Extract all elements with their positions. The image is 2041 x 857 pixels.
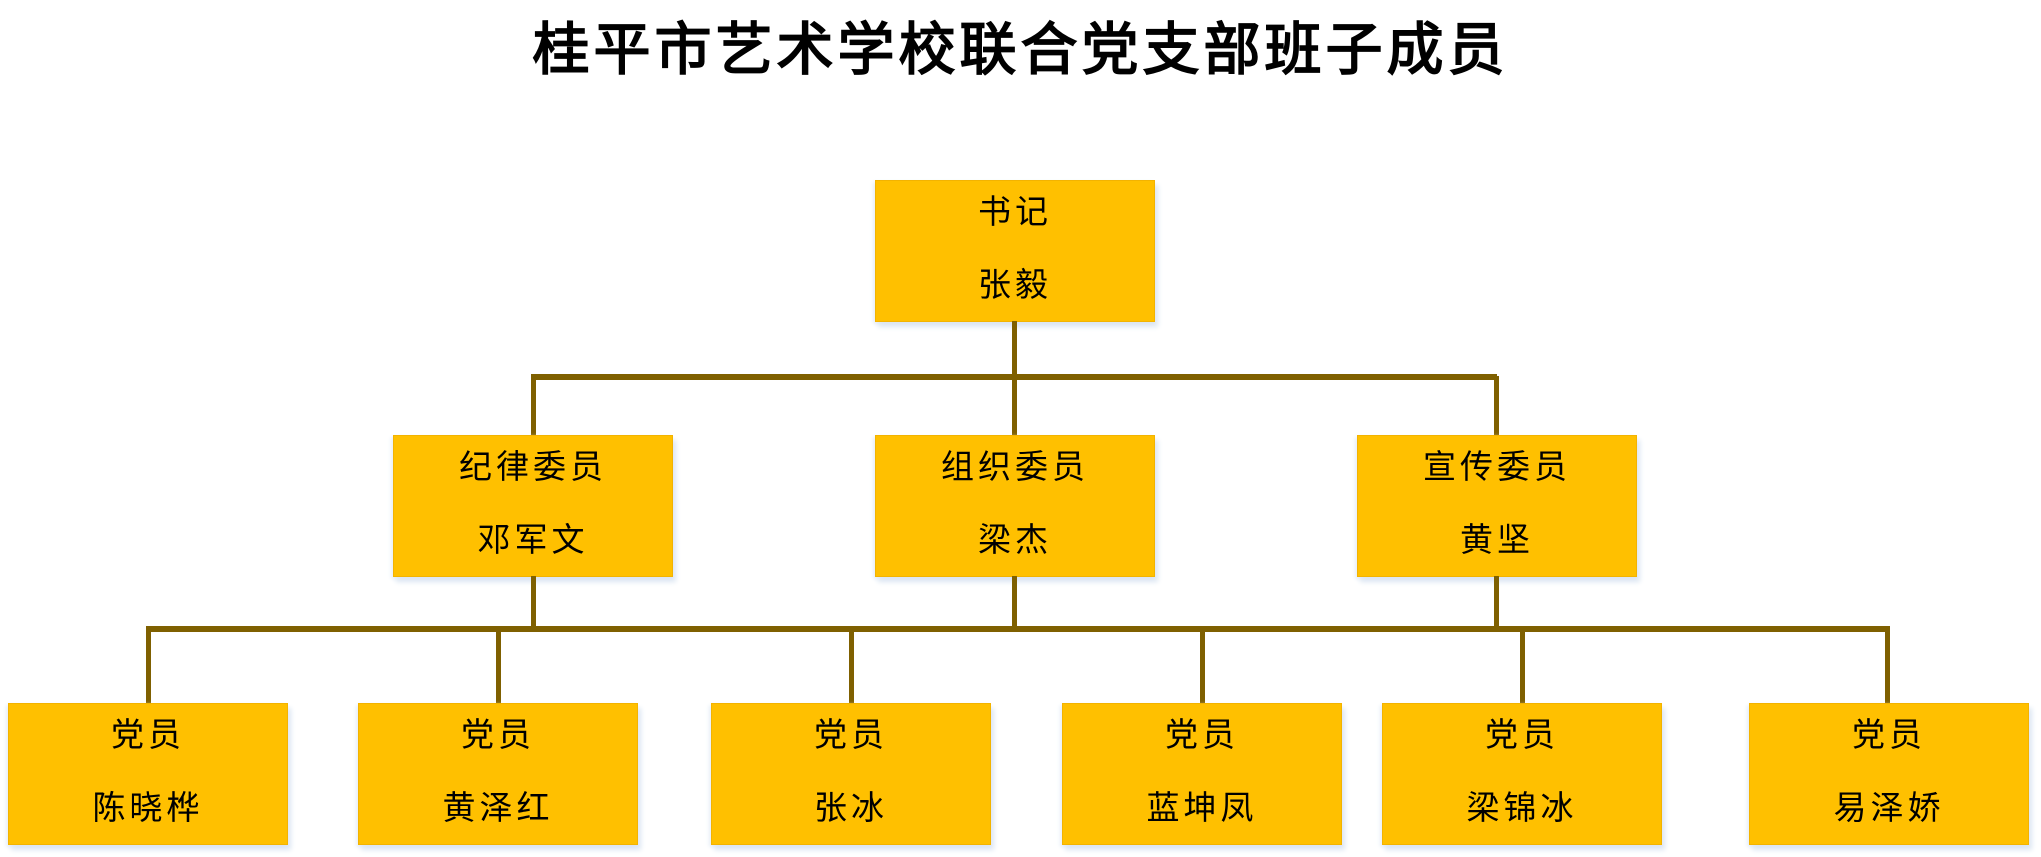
- node-role: 宣传委员: [1423, 450, 1571, 486]
- org-node-member-2: 党员 黄泽红: [358, 703, 638, 845]
- node-role: 纪律委员: [459, 450, 607, 486]
- org-node-member-3: 党员 张冰: [711, 703, 991, 845]
- org-node-member-4: 党员 蓝坤凤: [1062, 703, 1342, 845]
- org-node-member-6: 党员 易泽娇: [1749, 703, 2029, 845]
- org-node-organization: 组织委员 梁杰: [875, 435, 1155, 577]
- node-person: 张毅: [978, 268, 1052, 304]
- node-role: 组织委员: [941, 450, 1089, 486]
- org-node-discipline: 纪律委员 邓军文: [393, 435, 673, 577]
- page-title: 桂平市艺术学校联合党支部班子成员: [532, 18, 1509, 82]
- node-role: 党员: [814, 718, 888, 754]
- node-person: 黄坚: [1460, 523, 1534, 559]
- node-person: 梁杰: [978, 523, 1052, 559]
- connector-l2-drop-member-5: [1520, 628, 1525, 703]
- connector-l1-drop-discipline: [531, 376, 536, 435]
- node-person: 黄泽红: [442, 791, 554, 827]
- node-person: 梁锦冰: [1466, 791, 1578, 827]
- connector-l1-drop-propaganda: [1494, 376, 1499, 435]
- node-role: 书记: [978, 195, 1052, 231]
- node-role: 党员: [461, 718, 535, 754]
- org-node-member-1: 党员 陈晓桦: [8, 703, 288, 845]
- node-person: 易泽娇: [1833, 791, 1945, 827]
- connector-l2-drop-member-1: [146, 628, 151, 703]
- node-person: 蓝坤凤: [1146, 791, 1258, 827]
- node-person: 邓军文: [477, 523, 589, 559]
- node-role: 党员: [111, 718, 185, 754]
- connector-l2-drop-member-4: [1200, 628, 1205, 703]
- connector-l2-drop-member-3: [849, 628, 854, 703]
- connector-l2-drop-member-6: [1885, 628, 1890, 703]
- connector-l2-rail: [146, 626, 1890, 632]
- node-role: 党员: [1485, 718, 1559, 754]
- connector-l1-drop-organization: [1012, 376, 1017, 435]
- connector-l2-stem-propaganda: [1494, 576, 1499, 628]
- node-person: 陈晓桦: [92, 791, 204, 827]
- node-person: 张冰: [814, 791, 888, 827]
- connector-l2-stem-organization: [1012, 576, 1017, 628]
- connector-l2-stem-discipline: [531, 576, 536, 628]
- node-role: 党员: [1165, 718, 1239, 754]
- node-role: 党员: [1852, 718, 1926, 754]
- connector-l2-drop-member-2: [496, 628, 501, 703]
- org-node-secretary: 书记 张毅: [875, 180, 1155, 322]
- connector-l1-stem: [1012, 321, 1017, 376]
- org-node-propaganda: 宣传委员 黄坚: [1357, 435, 1637, 577]
- org-node-member-5: 党员 梁锦冰: [1382, 703, 1662, 845]
